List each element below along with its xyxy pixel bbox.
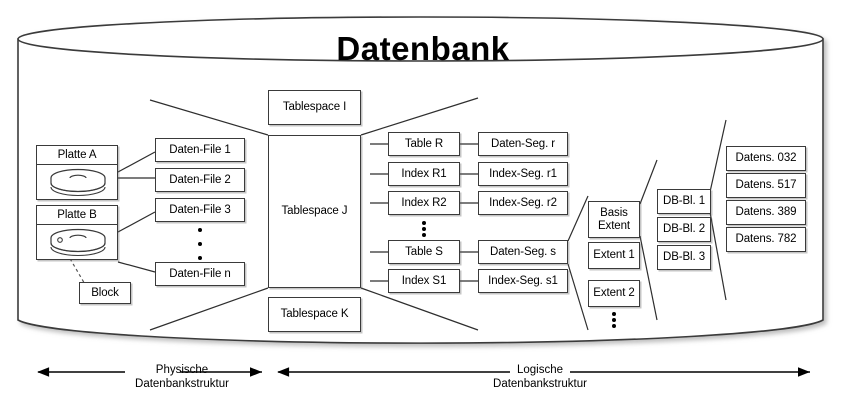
segment-daten-seg-r: Daten-Seg. r <box>478 132 568 156</box>
disk-platte-b: Platte B <box>36 205 118 260</box>
segment-to-extents-connectors <box>567 195 589 331</box>
disk-platte-a: Platte A <box>36 145 118 200</box>
footer-label-physical: Physische Datenbankstruktur <box>135 364 229 391</box>
object-index-s1: Index S1 <box>388 269 460 293</box>
data-file-3: Daten-File 3 <box>155 198 245 222</box>
disk-platte-a-label: Platte A <box>37 146 117 165</box>
data-files-ellipsis <box>196 228 204 260</box>
extents-ellipsis <box>610 312 618 328</box>
record-389: Datens. 389 <box>726 200 806 225</box>
data-file-n: Daten-File n <box>155 262 245 286</box>
disk-platte-b-label: Platte B <box>37 206 117 225</box>
data-file-1: Daten-File 1 <box>155 138 245 162</box>
page-title: Datenbank <box>336 30 510 67</box>
tablespace-k: Tablespace K <box>268 297 361 332</box>
data-file-2: Daten-File 2 <box>155 168 245 192</box>
segment-index-seg-r2: Index-Seg. r2 <box>478 191 568 215</box>
block-box: Block <box>79 282 131 304</box>
record-782: Datens. 782 <box>726 227 806 252</box>
extent-2: Extent 2 <box>588 280 640 307</box>
extent-1: Extent 1 <box>588 242 640 269</box>
files-to-tablespace-connectors <box>149 99 269 331</box>
disk-platter-icon-a <box>50 168 106 197</box>
disk-platter-icon-b <box>50 228 106 257</box>
db-block-2: DB-Bl. 2 <box>657 217 711 242</box>
tablespace-j: Tablespace J <box>268 135 361 288</box>
footer-label-logical: Logische Datenbankstruktur <box>493 364 587 391</box>
extent-to-blocks-connectors <box>639 159 658 321</box>
object-index-r2: Index R2 <box>388 191 460 215</box>
objects-ellipsis <box>420 221 428 237</box>
object-table-r: Table R <box>388 132 460 156</box>
tablespace-to-objects-connectors <box>360 97 479 331</box>
object-table-s: Table S <box>388 240 460 264</box>
extent-basis: Basis Extent <box>588 201 640 238</box>
db-block-3: DB-Bl. 3 <box>657 245 711 270</box>
record-517: Datens. 517 <box>726 173 806 198</box>
disk-to-file-connectors <box>117 151 156 273</box>
segment-index-seg-s1: Index-Seg. s1 <box>478 269 568 293</box>
segment-index-seg-r1: Index-Seg. r1 <box>478 162 568 186</box>
object-segment-links <box>370 143 478 282</box>
object-index-r1: Index R1 <box>388 162 460 186</box>
tablespace-i: Tablespace I <box>268 90 361 125</box>
record-032: Datens. 032 <box>726 146 806 171</box>
block-to-records-connectors <box>709 119 727 301</box>
segment-daten-seg-s: Daten-Seg. s <box>478 240 568 264</box>
db-block-1: DB-Bl. 1 <box>657 189 711 214</box>
